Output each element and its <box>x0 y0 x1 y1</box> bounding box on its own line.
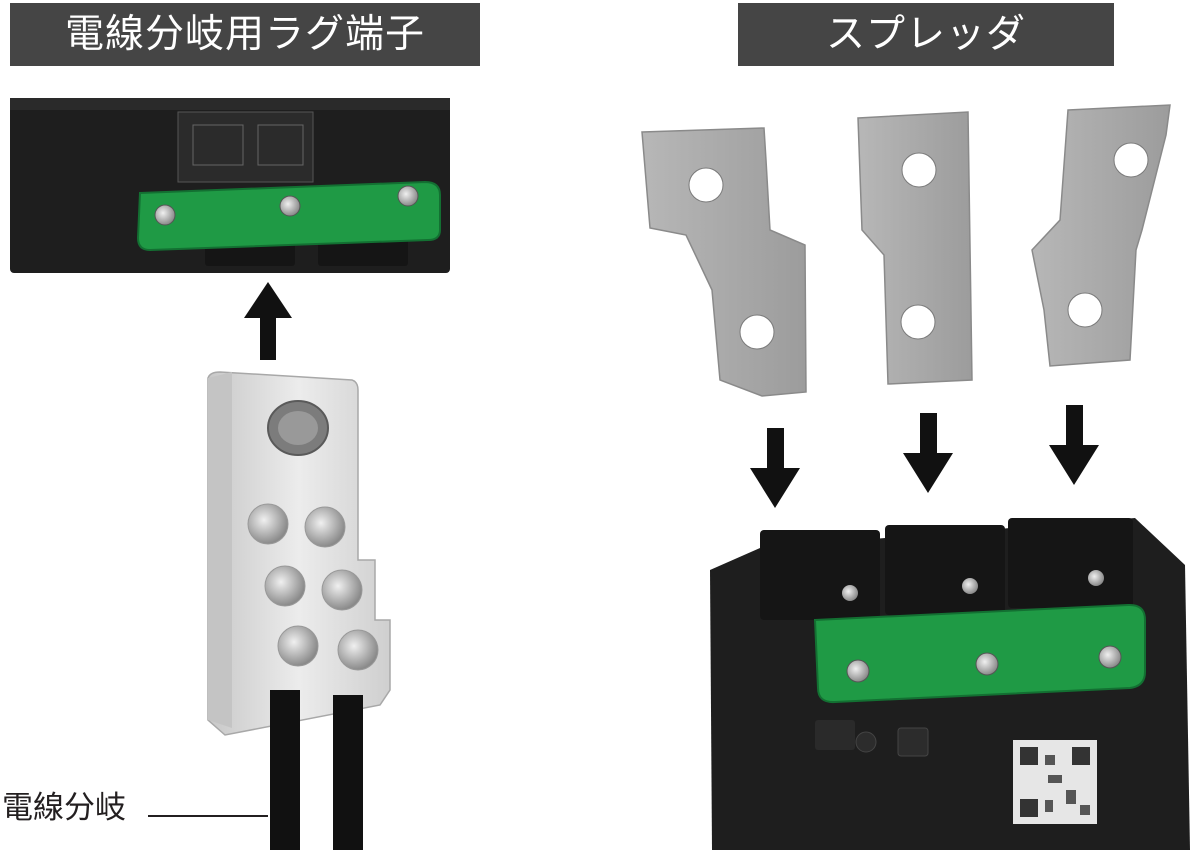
qr-code <box>1013 740 1097 824</box>
branch-label: 電線分岐 <box>2 790 126 826</box>
down-arrow-2 <box>903 413 953 493</box>
spreader-3 <box>1031 104 1171 367</box>
down-arrow-1 <box>750 428 800 508</box>
branch-leader-line <box>148 815 268 817</box>
spreader-2 <box>857 111 973 385</box>
lug-terminal <box>207 371 391 736</box>
down-arrow-3 <box>1049 405 1099 485</box>
spreader-1 <box>641 127 807 397</box>
branch-cables <box>270 690 363 850</box>
spreader-title: スプレッダ <box>738 3 1114 66</box>
green-plate-left <box>136 180 441 252</box>
lug-terminal-title: 電線分岐用ラグ端子 <box>10 3 480 66</box>
up-arrow <box>244 282 292 360</box>
green-plate-right <box>813 603 1146 704</box>
